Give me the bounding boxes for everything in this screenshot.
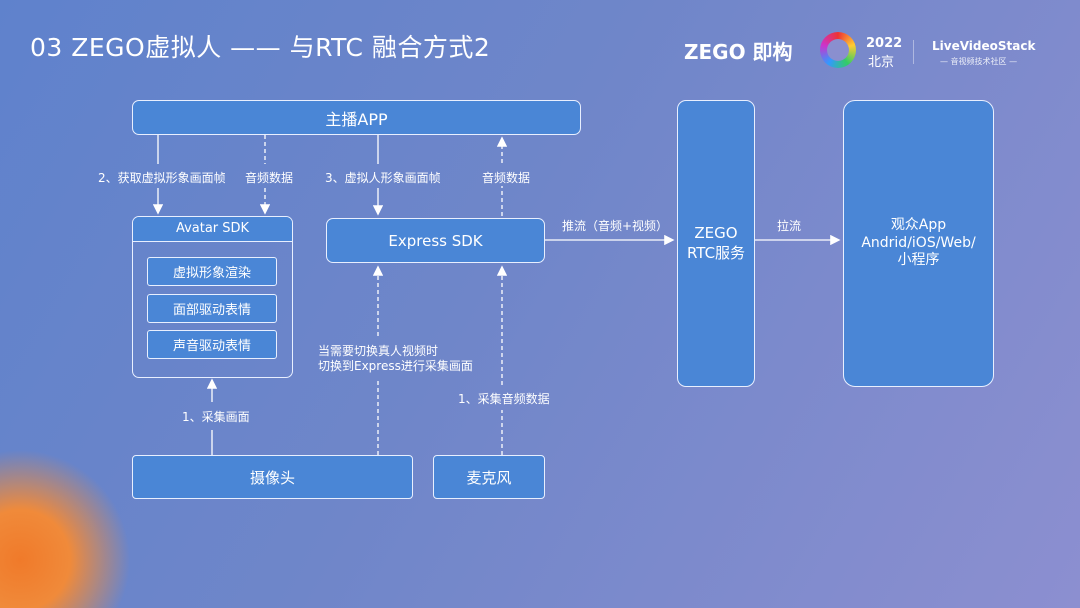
label-pull-stream: 拉流 — [777, 219, 802, 233]
avatar-item: 面部驱动表情 — [147, 294, 277, 323]
label-switch-line2: 切换到Express进行采集画面 — [318, 359, 473, 373]
logo-year: 2022 — [866, 36, 903, 51]
label-get-frame: 2、获取虚拟形象画面帧 — [98, 171, 226, 185]
lvs-subtitle: — 音视频技术社区 — — [940, 57, 1018, 66]
label-avatar-frame: 3、虚拟人形象画面帧 — [325, 171, 441, 185]
avatar-item: 声音驱动表情 — [147, 330, 277, 359]
page-title: 03 ZEGO虚拟人 —— 与RTC 融合方式2 — [30, 33, 491, 62]
arrows-layer — [152, 136, 841, 389]
audience-app-box: 观众App Andrid/iOS/Web/ 小程序 — [843, 100, 994, 387]
rtc-service-box: ZEGO RTC服务 — [677, 100, 755, 387]
express-sdk-box: Express SDK — [326, 218, 545, 263]
avatar-sdk-box: Avatar SDK — [132, 216, 293, 378]
camera-box: 摄像头 — [132, 455, 413, 499]
avatar-item: 虚拟形象渲染 — [147, 257, 277, 286]
zego-logo: ZEGO 即构 — [684, 40, 793, 64]
label-switch-line1: 当需要切换真人视频时 — [318, 344, 439, 358]
label-capture-video: 1、采集画面 — [182, 410, 250, 424]
lvs-ring-logo — [820, 32, 856, 68]
lvs-logo: LiveVideoStack — [932, 39, 1036, 53]
label-capture-audio: 1、采集音频数据 — [458, 392, 550, 406]
label-audio-data-1: 音频数据 — [245, 171, 294, 185]
logo-divider — [913, 40, 914, 64]
label-push-stream: 推流（音频+视频） — [562, 219, 669, 233]
host-app-box: 主播APP — [132, 100, 581, 135]
avatar-sdk-header: Avatar SDK — [133, 217, 292, 242]
logo-city: 北京 — [868, 55, 895, 70]
microphone-box: 麦克风 — [433, 455, 545, 499]
label-audio-data-2: 音频数据 — [482, 171, 531, 185]
